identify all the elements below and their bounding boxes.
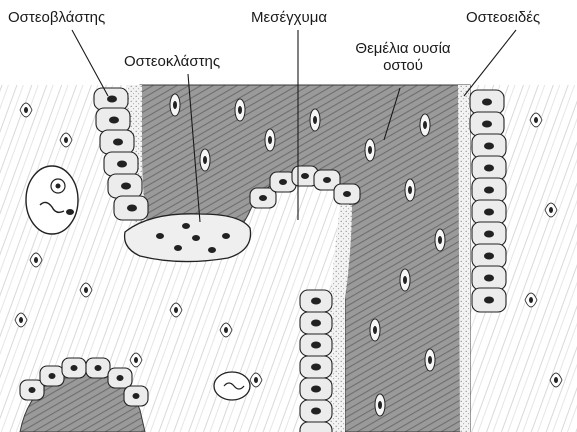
label-mesenchyme: Μεσέγχυμα [251,9,327,26]
label-osteoblast: Οστεοβλάστης [8,9,105,26]
label-bone-matrix: Θεμέλια ουσία οστού [348,40,458,74]
label-osteoid: Οστεοειδές [466,9,540,26]
osteoclast-cell [125,214,251,262]
blood-vessel-left [26,166,78,234]
label-osteoclast: Οστεοκλάστης [124,53,220,70]
osteoid-right-seam [458,85,470,432]
label-bone-matrix-line2: οστού [348,57,458,74]
label-bone-matrix-line1: Θεμέλια ουσία [348,40,458,57]
blood-vessel-center [214,372,250,400]
